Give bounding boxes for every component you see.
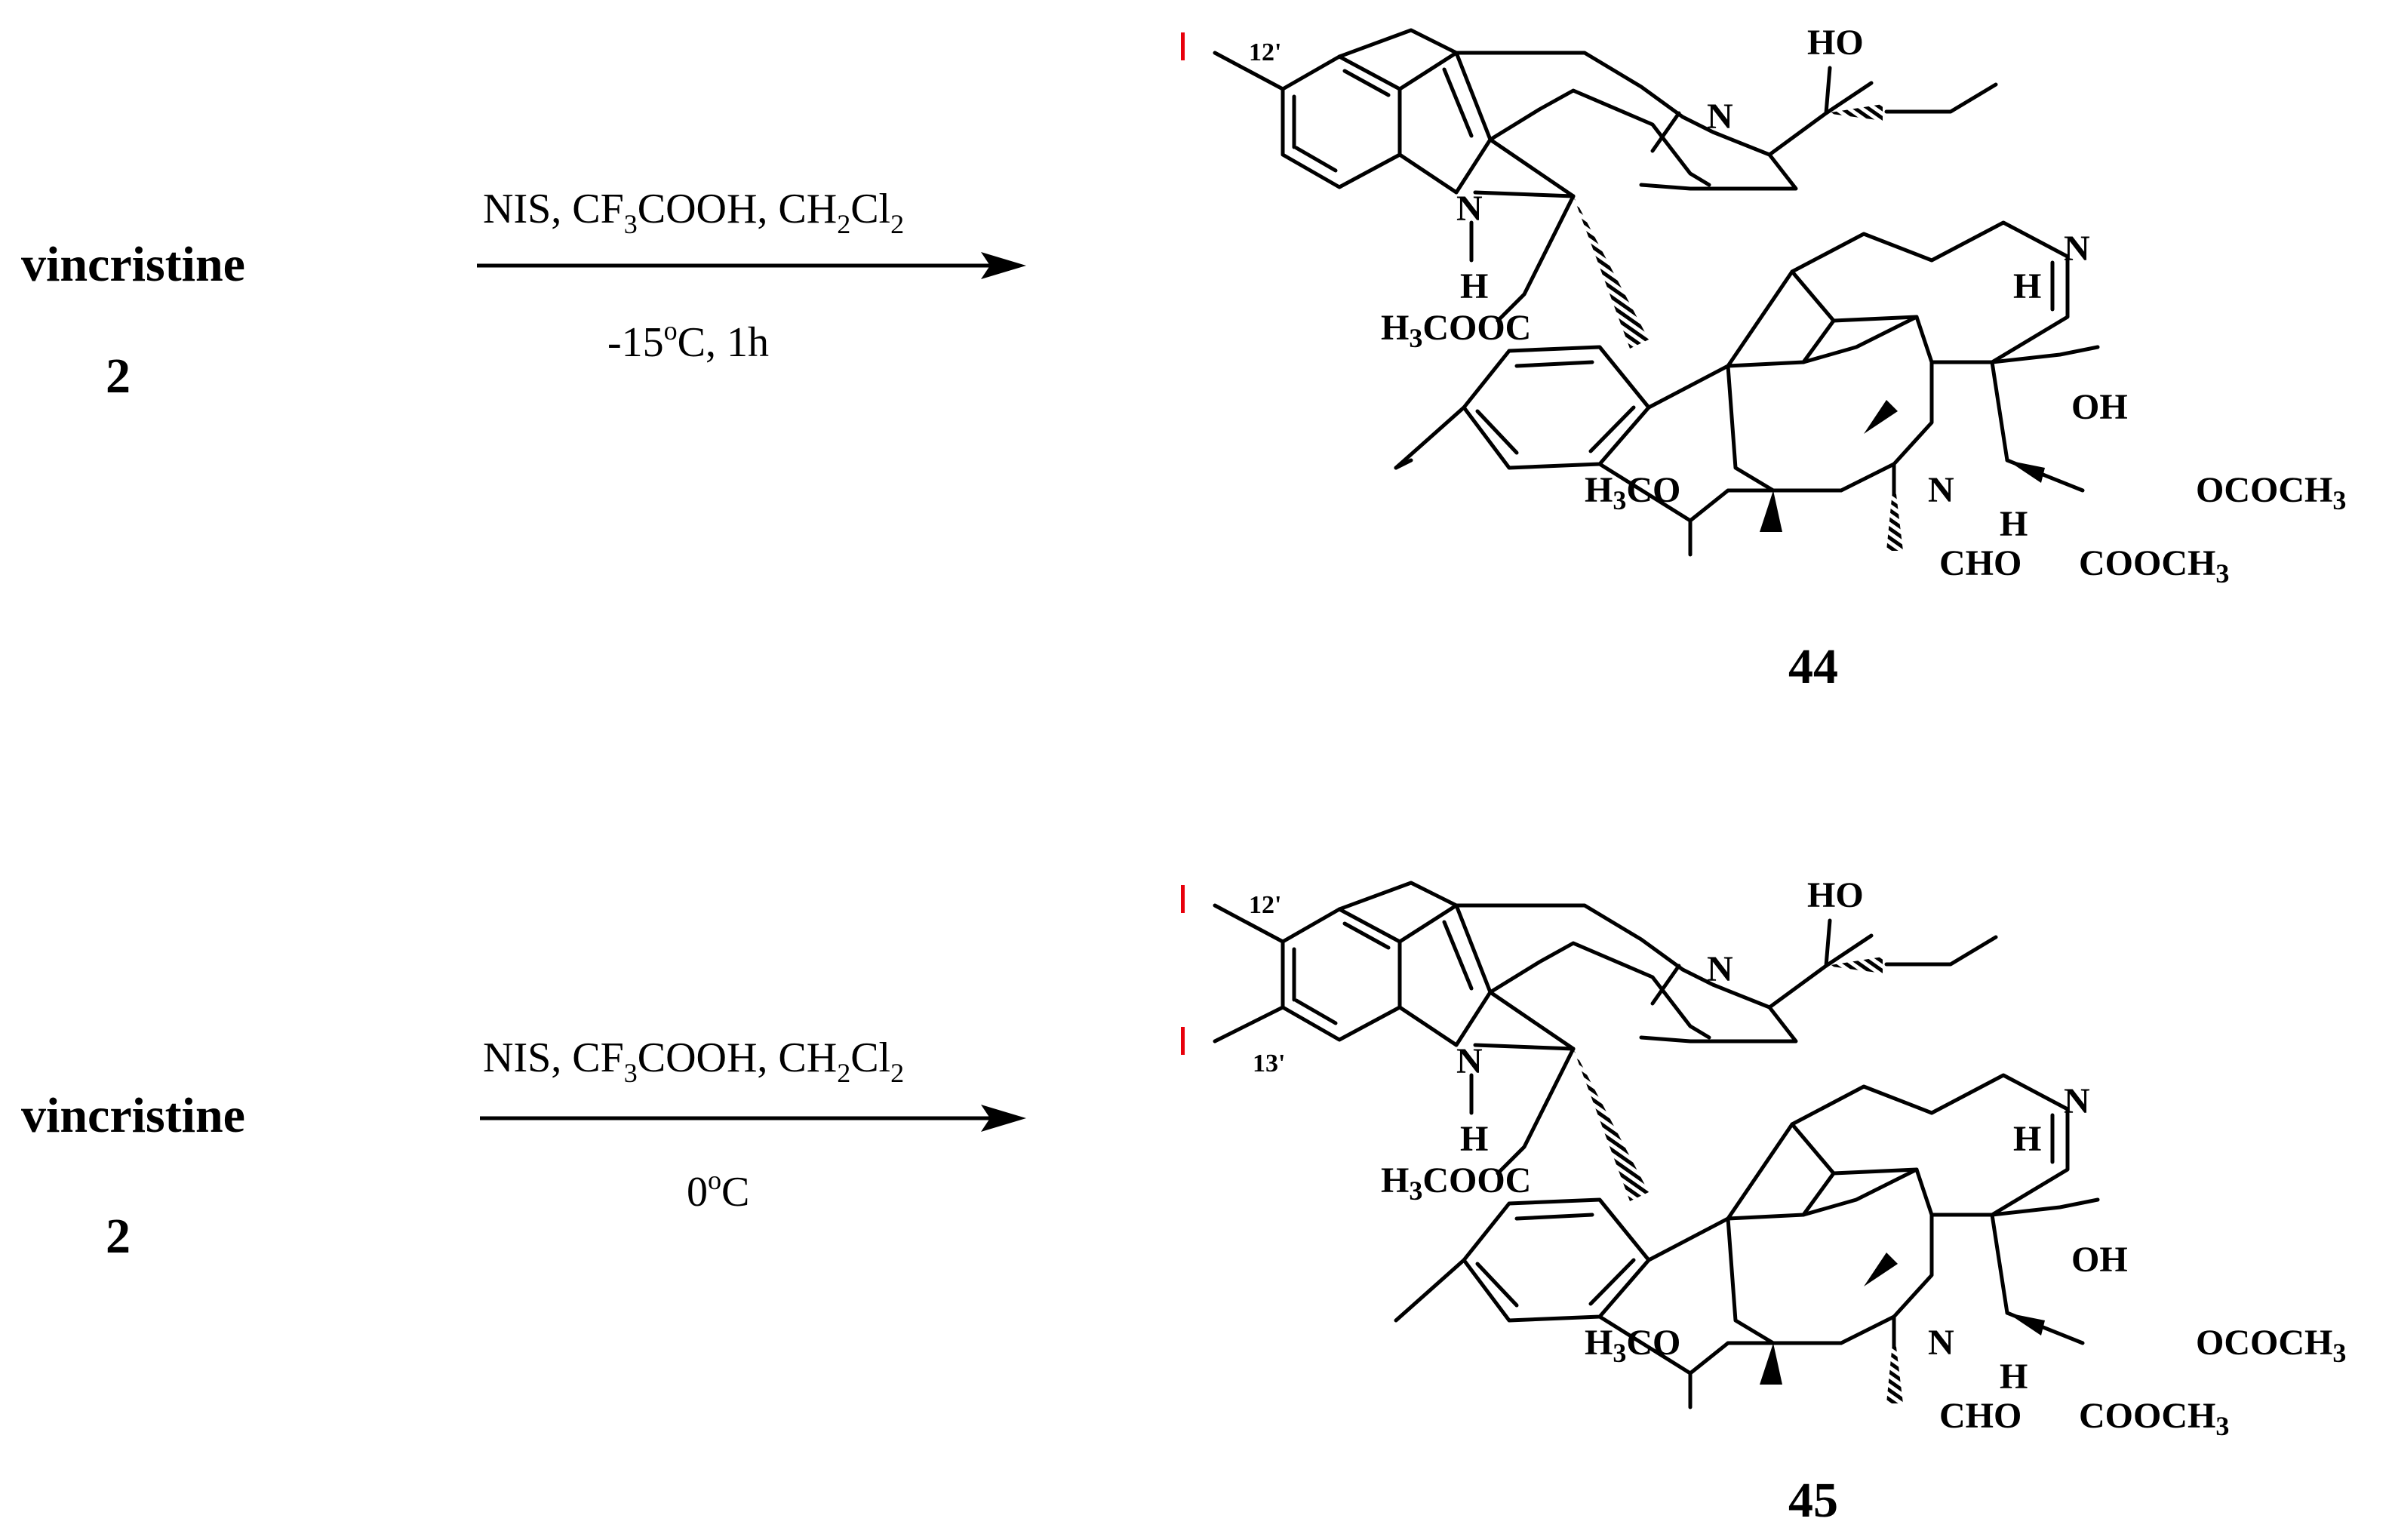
reactant-number: 2 xyxy=(106,349,131,404)
position-label: 13' xyxy=(1253,1050,1285,1077)
formyl-label: CHO xyxy=(1939,543,2022,583)
conditions-label: 0oC xyxy=(687,1165,749,1216)
nitrogen-label: N xyxy=(1456,189,1483,229)
molecule-skeleton xyxy=(1213,28,2100,557)
stereo-wedge-bond xyxy=(2007,1313,2045,1336)
nitrogen-label: N xyxy=(2064,229,2090,269)
arrowhead xyxy=(981,252,1026,279)
stereo-wedge-bond xyxy=(1760,490,1782,532)
product-structure-45: I 12' I 13' HO N N H H3COOC N H OH H3CO … xyxy=(1177,875,2346,1441)
hydroxyl-label: OH xyxy=(2071,387,2128,427)
methyl-ester-label: COOCH3 xyxy=(2079,543,2229,589)
methyl-ester-label: H3COOC xyxy=(1381,308,1531,353)
reactant-name: vincristine xyxy=(21,237,245,292)
position-label: 12' xyxy=(1249,891,1281,919)
methoxy-label: H3CO xyxy=(1585,470,1680,515)
reagents-label: NIS, CF3COOH, CH2Cl2 xyxy=(483,186,904,239)
hydroxyl-label: HO xyxy=(1807,23,1864,63)
stereo-hash-bond xyxy=(1886,475,1903,551)
hydrogen-label: H xyxy=(2013,266,2041,306)
methoxy-label: H3CO xyxy=(1585,1323,1680,1368)
stereo-hash-bond xyxy=(1826,957,1883,973)
hydroxyl-label: OH xyxy=(2071,1240,2128,1280)
reaction-2: vincristine 2 NIS, CF3COOH, CH2Cl2 0oC xyxy=(21,875,2346,1528)
conditions-label: -15oC, 1h xyxy=(607,315,769,366)
stereo-hash-bond xyxy=(1573,196,1649,349)
stereo-hash-bond xyxy=(1826,104,1883,121)
arrowhead xyxy=(981,1105,1026,1132)
acetate-label: OCOCH3 xyxy=(2196,1323,2346,1368)
nitrogen-label: N xyxy=(1707,97,1733,137)
nitrogen-label: N xyxy=(1928,470,1954,510)
methyl-ester-label: COOCH3 xyxy=(2079,1396,2229,1441)
hydrogen-label: H xyxy=(2000,1357,2028,1397)
iodine-atom-label: I xyxy=(1177,1019,1188,1064)
hydroxyl-label: HO xyxy=(1807,875,1864,915)
reactant-name: vincristine xyxy=(21,1088,245,1143)
hydrogen-label: H xyxy=(2013,1119,2041,1159)
hydrogen-label: H xyxy=(1460,1119,1488,1159)
iodine-atom-label: I xyxy=(1177,877,1188,922)
product-structure-44: I 12' HO N N H H3COOC N H OH H3CO N H OC… xyxy=(1177,23,2346,589)
nitrogen-label: N xyxy=(2064,1081,2090,1121)
product-number: 45 xyxy=(1788,1473,1838,1528)
molecule-skeleton xyxy=(1213,881,2100,1409)
position-label: 12' xyxy=(1249,38,1281,66)
stereo-wedge-bond xyxy=(1864,400,1898,434)
methyl-ester-label: H3COOC xyxy=(1381,1160,1531,1206)
stereo-wedge-bond xyxy=(1760,1343,1782,1385)
stereo-hash-bond xyxy=(1886,1328,1903,1403)
stereo-wedge-bond xyxy=(2007,460,2045,483)
formyl-label: CHO xyxy=(1939,1396,2022,1436)
stereo-hash-bond xyxy=(1573,1049,1649,1201)
nitrogen-label: N xyxy=(1707,949,1733,989)
acetate-label: OCOCH3 xyxy=(2196,470,2346,515)
reaction-1: vincristine 2 NIS, CF3COOH, CH2Cl2 -15oC… xyxy=(21,23,2346,694)
product-number: 44 xyxy=(1788,639,1838,694)
nitrogen-label: N xyxy=(1456,1041,1483,1081)
nitrogen-label: N xyxy=(1928,1323,1954,1363)
hydrogen-label: H xyxy=(1460,266,1488,306)
reagents-label: NIS, CF3COOH, CH2Cl2 xyxy=(483,1034,904,1088)
iodine-atom-label: I xyxy=(1177,24,1188,69)
reactant-number: 2 xyxy=(106,1209,131,1264)
hydrogen-label: H xyxy=(2000,504,2028,544)
stereo-wedge-bond xyxy=(1864,1253,1898,1286)
